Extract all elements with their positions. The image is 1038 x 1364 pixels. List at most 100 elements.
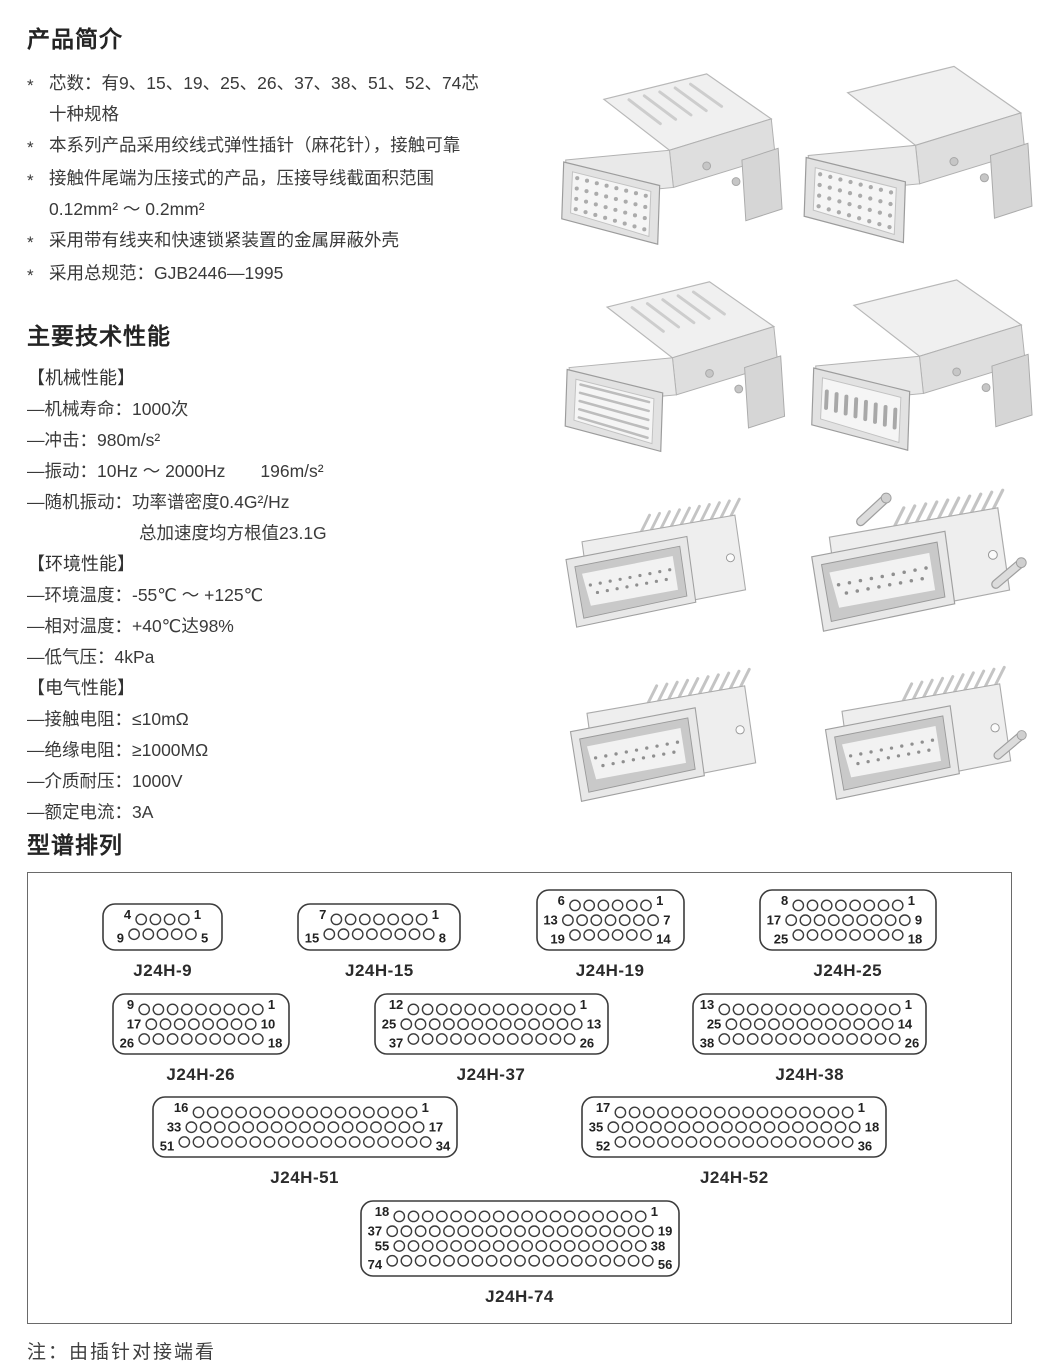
svg-text:6: 6 [557,893,564,908]
svg-text:14: 14 [656,931,671,946]
bullet-star-mark: * [27,233,34,252]
product-photo-5 [552,492,772,652]
svg-text:18: 18 [268,1035,282,1050]
left-text-column: 产品简介 *芯数：有9、15、19、25、26、37、38、51、52、74芯十… [27,20,552,828]
svg-text:56: 56 [657,1257,671,1272]
svg-text:26: 26 [905,1035,919,1050]
connector-label: J24H-9 [133,960,193,980]
bullet-star-mark: * [27,266,34,285]
connector-label: J24H-52 [699,1168,769,1188]
svg-text:7: 7 [319,907,326,922]
svg-text:13: 13 [586,1016,600,1031]
connector-label: J24H-26 [166,1064,236,1084]
bullet-text: 采用带有线夹和快速锁紧装置的金属屏蔽外壳 [49,230,399,250]
svg-text:1: 1 [432,907,439,922]
svg-text:25: 25 [381,1016,395,1031]
svg-text:34: 34 [435,1139,450,1154]
connector-label: J24H-19 [575,960,645,980]
svg-text:12: 12 [388,996,402,1011]
spec-groups: 【机械性能】—机械寿命：1000次—冲击：980m/s²—振动：10Hz ～ 2… [27,363,552,828]
svg-text:14: 14 [898,1016,913,1031]
connector-label: J24H-38 [775,1064,845,1084]
svg-text:13: 13 [700,996,714,1011]
spec-line: —环境温度：-55℃ ～ +125℃ [27,585,264,605]
bottom-note: 注：由插针对接端看 [27,1342,217,1363]
product-photo-2 [792,55,1035,260]
tech-specs-section: 主要技术性能 【机械性能】—机械寿命：1000次—冲击：980m/s²—振动：1… [27,317,552,828]
spec-line: —介质耐压：1000V [27,771,183,791]
svg-text:1: 1 [421,1100,428,1115]
spec-line: 总加速度均方根值23.1G [139,523,327,543]
spec-line: —机械寿命：1000次 [27,399,189,419]
svg-text:9: 9 [127,996,134,1011]
svg-text:1: 1 [194,907,201,922]
intro-bullet: *芯数：有9、15、19、25、26、37、38、51、52、74芯十种规格 [27,68,552,130]
svg-text:1: 1 [650,1204,657,1219]
intro-title: 产品简介 [27,26,123,52]
connector-label: J24H-51 [270,1168,340,1188]
intro-bullet: * 采用带有线夹和快速锁紧装置的金属屏蔽外壳 [27,225,552,258]
spectrum-title: 型谱排列 [27,832,123,858]
svg-text:37: 37 [388,1035,402,1050]
svg-text:17: 17 [126,1016,140,1031]
product-photo-1 [550,62,785,262]
svg-text:18: 18 [908,931,922,946]
svg-text:17: 17 [596,1100,610,1115]
svg-text:52: 52 [596,1139,610,1154]
svg-text:51: 51 [159,1139,173,1154]
intro-bullets: *芯数：有9、15、19、25、26、37、38、51、52、74芯十种规格*本… [27,68,552,291]
svg-text:1: 1 [908,893,915,908]
product-photo-3 [548,272,793,467]
connector-label: J24H-25 [813,960,883,980]
svg-text:9: 9 [915,912,922,927]
bullet-text: 本系列产品采用绞线式弹性插针（麻花针），接触可靠 [49,135,461,155]
spec-line: —低气压：4kPa [27,647,155,667]
spec-group: 【机械性能】—机械寿命：1000次—冲击：980m/s²—振动：10Hz ～ 2… [27,363,552,549]
svg-text:37: 37 [367,1224,381,1239]
product-photo-8 [812,660,1037,825]
spec-line: —额定电流：3A [27,802,154,822]
connector-label: J24H-37 [456,1064,526,1084]
svg-text:26: 26 [579,1035,593,1050]
product-photo-4 [800,268,1035,468]
svg-text:18: 18 [865,1120,879,1135]
bullet-text: 芯数：有9、15、19、25、26、37、38、51、52、74芯十种规格 [49,73,479,124]
svg-text:13: 13 [543,912,557,927]
spec-group: 【电气性能】—接触电阻：≤10mΩ—绝缘电阻：≥1000MΩ—介质耐压：1000… [27,673,552,828]
svg-text:1: 1 [656,893,663,908]
svg-text:38: 38 [700,1035,714,1050]
svg-text:19: 19 [657,1224,671,1239]
svg-text:7: 7 [663,912,670,927]
spec-line: —相对温度：+40℃达98% [27,616,234,636]
svg-text:25: 25 [707,1016,721,1031]
svg-text:36: 36 [858,1139,872,1154]
spec-line: —随机振动：功率谱密度0.4G²/Hz [27,492,290,512]
svg-text:8: 8 [439,930,446,945]
svg-text:33: 33 [166,1120,180,1135]
connector-pin-diagram: 7 1 15 8 [297,902,462,956]
svg-text:15: 15 [305,930,319,945]
svg-text:10: 10 [261,1016,275,1031]
svg-text:25: 25 [773,931,787,946]
intro-bullet: *本系列产品采用绞线式弹性插针（麻花针），接触可靠 [27,130,552,163]
